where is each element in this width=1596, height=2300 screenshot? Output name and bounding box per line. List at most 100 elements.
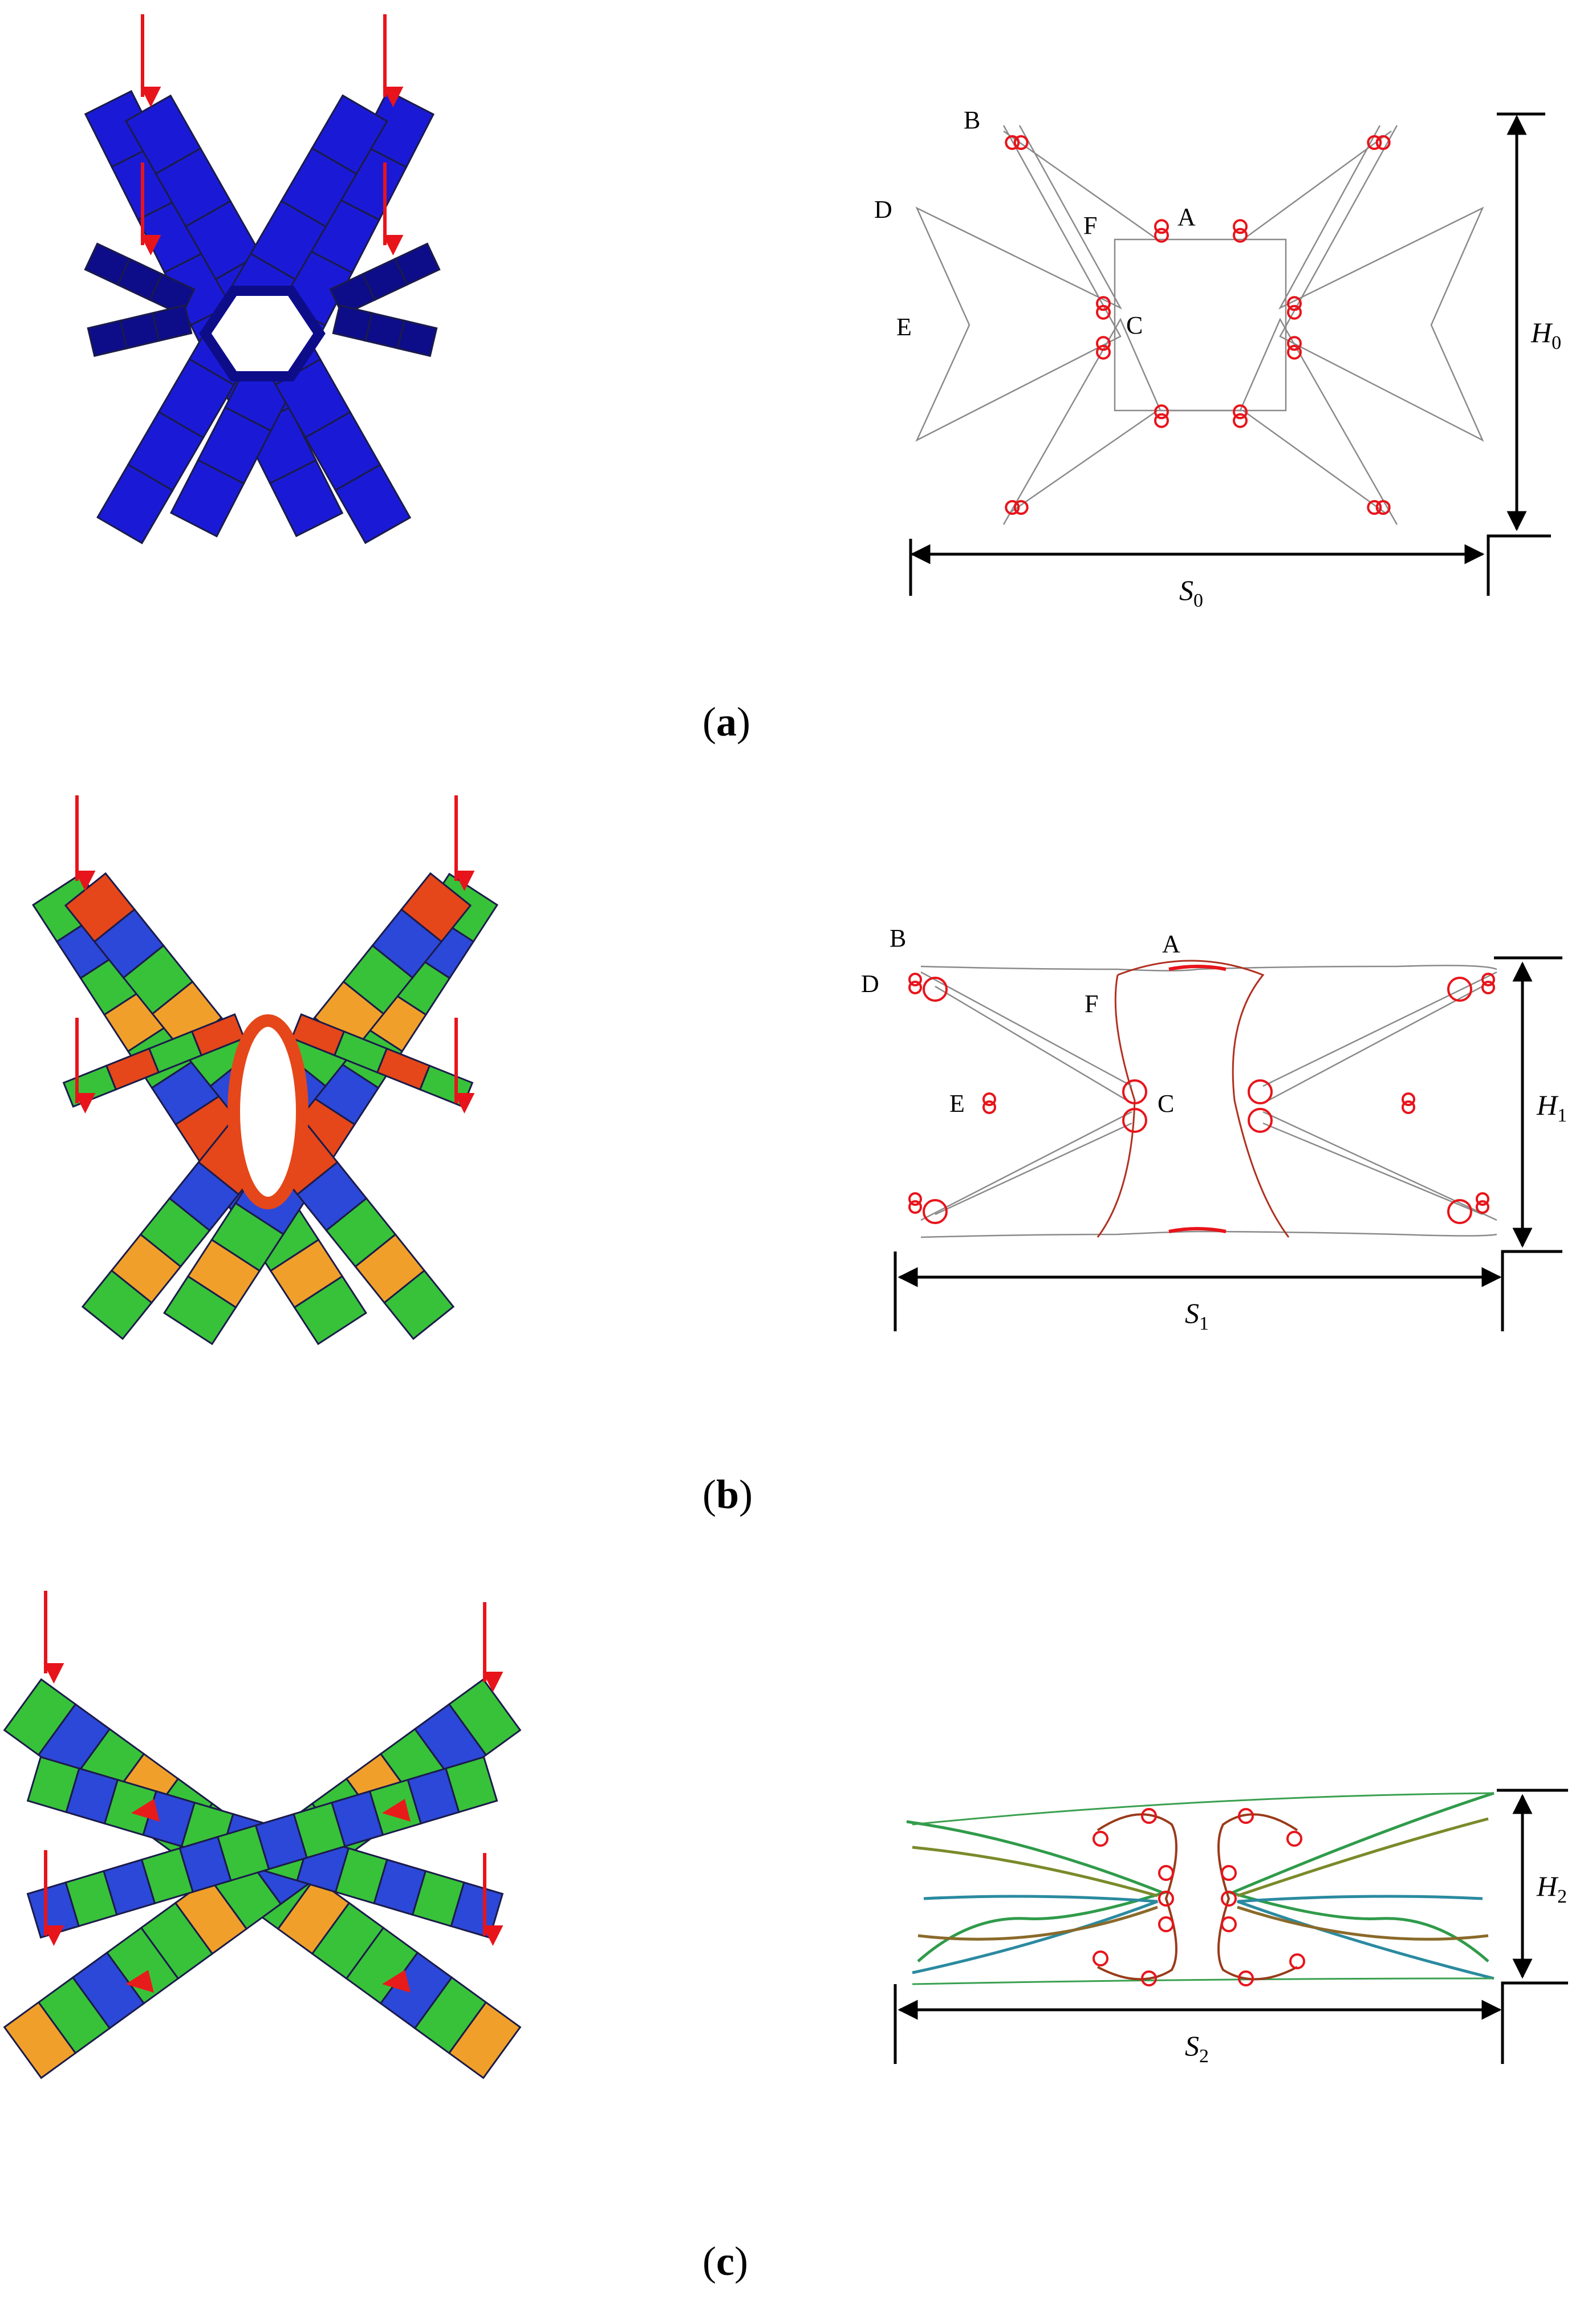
- hinge-ring: [908, 1200, 922, 1214]
- hinge-ring: [1154, 404, 1169, 420]
- height-label-h1: H1: [1536, 1089, 1567, 1126]
- hexagon-core: [199, 286, 326, 381]
- caption-b: (b): [702, 1472, 753, 1517]
- stress-hotspot: [382, 1799, 411, 1822]
- point-label-d: D: [874, 196, 892, 224]
- hinge-ring: [1093, 1831, 1108, 1847]
- hinge-ring: [1013, 500, 1029, 515]
- hinge-ring: [908, 973, 922, 986]
- hinge-ring: [1402, 1100, 1415, 1114]
- hinge-ring: [1289, 1953, 1305, 1969]
- beam-contour: [448, 2001, 522, 2079]
- hinge-ring: [1402, 1092, 1415, 1106]
- hinge-ring: [1158, 1916, 1174, 1932]
- beam-contour: [26, 1881, 80, 1939]
- beam-dark: [151, 304, 193, 342]
- hinge-ring: [1476, 1200, 1489, 1214]
- strut-bottom-left: [1009, 409, 1158, 514]
- height-label-h0: H0: [1530, 316, 1561, 353]
- point-label-b: B: [890, 924, 906, 952]
- point-label-b: B: [964, 106, 980, 134]
- hinge-ring: [1287, 296, 1302, 311]
- hinge-ring-large: [1447, 1199, 1472, 1224]
- hinge-ring-large: [923, 977, 948, 1002]
- point-label-f: F: [1085, 990, 1098, 1018]
- bottom-chord: [920, 1230, 1497, 1238]
- hinge-ring-large: [1248, 1108, 1273, 1133]
- hinge-ring: [1005, 135, 1020, 150]
- central-cell-right-c: [1217, 1813, 1298, 1981]
- beam-contour: [383, 1269, 455, 1340]
- point-label-d: D: [861, 970, 879, 998]
- hinge-ring: [1287, 344, 1302, 360]
- undeformed-3d-model: [84, 90, 441, 544]
- hinge-ring-large: [1447, 977, 1472, 1002]
- beam-contour: [293, 1275, 368, 1346]
- hinge-ring: [1476, 1192, 1489, 1206]
- hinge-rings-b: [908, 973, 1495, 1224]
- hinge-ring: [1286, 1831, 1302, 1847]
- hinge-ring: [1221, 1891, 1237, 1907]
- beam-blue: [96, 463, 174, 544]
- beam-contour: [81, 1269, 153, 1340]
- folded-wing-curves: [906, 1791, 1495, 1985]
- deformed-2d-diagram-stage-2: H2 S2: [894, 1789, 1568, 2067]
- extension-h0-bottom: [1487, 534, 1551, 556]
- deformed-2d-diagram-stage-1: B D A F E C H1 S1: [861, 924, 1567, 1334]
- hinge-ring-large: [1122, 1108, 1147, 1133]
- hinge-ring: [1287, 304, 1302, 320]
- central-cell-left: [1097, 974, 1136, 1238]
- top-chord: [920, 965, 1497, 972]
- hinge-ring: [1093, 1950, 1108, 1966]
- hinge-ring: [1375, 135, 1391, 150]
- strut-b-a-right: [1242, 130, 1392, 241]
- stress-hotspot: [131, 1799, 160, 1822]
- beam-dark: [332, 304, 373, 342]
- hinge-ring: [1096, 296, 1111, 311]
- left-diagonal-upper: [920, 971, 1132, 1104]
- hinge-ring: [1005, 500, 1020, 515]
- hinge-ring: [1481, 973, 1495, 986]
- hinge-ring: [982, 1092, 996, 1106]
- beam-contour: [163, 1275, 237, 1346]
- hinge-ring: [1141, 1970, 1157, 1986]
- hinge-ring: [1096, 336, 1111, 351]
- hinge-ring: [1233, 413, 1248, 428]
- extension-h1-bottom: [1501, 1250, 1562, 1271]
- peak-stress-zone-top: [1168, 965, 1227, 971]
- extension-h2-bottom: [1501, 1981, 1568, 2004]
- beam-contour: [190, 1013, 246, 1056]
- hinge-ring: [982, 1100, 996, 1114]
- height-label-h2: H2: [1536, 1870, 1567, 1907]
- hinge-ring: [1096, 304, 1111, 320]
- hinge-ring: [1154, 219, 1169, 234]
- deformed-3d-model-stage-2: [3, 1678, 522, 2079]
- beam-blue: [334, 464, 412, 544]
- hinge-ring: [1158, 1865, 1174, 1881]
- hinge-ring: [1221, 1865, 1237, 1881]
- width-label-s0: S0: [1179, 574, 1203, 611]
- load-arrows-b: [75, 795, 475, 1114]
- deformed-core: [228, 1014, 308, 1209]
- width-label-s2: S2: [1185, 2030, 1209, 2067]
- hinge-ring: [1238, 1808, 1254, 1824]
- hinge-rings-c: [1093, 1808, 1305, 1986]
- hinge-ring: [1375, 500, 1391, 515]
- strut-bottom-right: [1242, 409, 1386, 514]
- hinge-ring-large: [1248, 1079, 1273, 1104]
- hinge-ring: [1367, 500, 1382, 515]
- point-label-f: F: [1083, 212, 1097, 239]
- point-label-c: C: [1158, 1090, 1174, 1118]
- load-arrows-a: [140, 14, 404, 255]
- panel-a: B D F A E C H0 S0 (a): [84, 14, 1561, 745]
- hinge-ring: [1158, 1891, 1174, 1907]
- beam-contour: [3, 2001, 77, 2079]
- hinge-ring: [1233, 219, 1248, 234]
- hinge-ring: [1096, 344, 1111, 360]
- hinge-ring: [908, 981, 922, 994]
- left-diagonal-lower: [920, 1111, 1132, 1221]
- panel-c: H2 S2 (c): [3, 1591, 1568, 2284]
- stress-hotspot: [382, 1970, 411, 1993]
- right-diagonal-upper: [1262, 971, 1497, 1104]
